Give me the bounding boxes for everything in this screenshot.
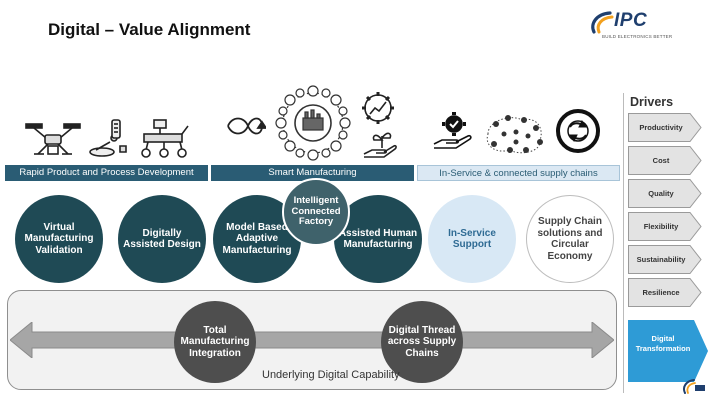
driver-cost: Cost <box>628 146 702 175</box>
logo-wordmark: IPC <box>614 10 648 31</box>
chevron-right-icon <box>628 245 702 274</box>
plant-hand-icon <box>363 132 397 158</box>
chevron-right-icon <box>628 113 702 142</box>
digital-transformation-arrow: Digital Transformation <box>628 320 708 382</box>
ipc-logo: IPC BUILD ELECTRONICS BETTER <box>588 10 688 48</box>
ipc-swoosh-icon <box>591 11 614 34</box>
logo-tagline: BUILD ELECTRONICS BETTER <box>602 34 673 39</box>
driver-label: Sustainability <box>636 255 686 264</box>
underlying-capability-label: Underlying Digital Capability <box>262 369 400 381</box>
gear-hand-icon <box>433 112 472 149</box>
circle-virtual-manufacturing: Virtual Manufacturing Validation <box>15 195 103 283</box>
circle-total-integration: Total Manufacturing Integration <box>174 301 256 383</box>
chevron-right-icon <box>628 212 702 241</box>
digital-transformation-label: Digital Transformation <box>635 334 691 353</box>
driver-label: Productivity <box>639 123 683 132</box>
recycle-icon <box>556 109 600 153</box>
driver-sustainability: Sustainability <box>628 245 702 274</box>
robot-arm-icon <box>89 119 127 157</box>
drone-icon <box>25 123 81 155</box>
driver-label: Cost <box>652 156 670 165</box>
band-smart-manufacturing: Smart Manufacturing <box>211 165 414 181</box>
driver-label: Resilience <box>642 288 680 297</box>
circle-supply-chain-circular: Supply Chain solutions and Circular Econ… <box>526 195 614 283</box>
band-rapid-development: Rapid Product and Process Development <box>5 165 208 181</box>
circle-digital-thread: Digital Thread across Supply Chains <box>381 301 463 383</box>
ipc-mini-logo-icon <box>683 379 705 394</box>
drivers-divider <box>623 93 624 393</box>
double-arrow-icon <box>10 322 614 358</box>
arrow-right-icon <box>628 320 708 382</box>
driver-flexibility: Flexibility <box>628 212 702 241</box>
rover-icon <box>141 119 189 158</box>
growth-chart-icon <box>362 92 394 124</box>
circle-intelligent-factory: Intelligent Connected Factory <box>282 178 350 246</box>
circle-digitally-assisted-design: Digitally Assisted Design <box>118 195 206 283</box>
driver-label: Quality <box>648 189 674 198</box>
driver-productivity: Productivity <box>628 113 702 142</box>
driver-resilience: Resilience <box>628 278 702 307</box>
chevron-right-icon <box>628 146 702 175</box>
slide-title: Digital – Value Alignment <box>48 20 251 39</box>
digital-network-icon <box>486 115 543 154</box>
driver-label: Flexibility <box>643 222 679 231</box>
chevron-right-icon <box>628 179 702 208</box>
smart-factory-network-icon <box>275 85 351 161</box>
circular-arrow-icon <box>227 117 266 135</box>
driver-quality: Quality <box>628 179 702 208</box>
band-in-service: In-Service & connected supply chains <box>417 165 620 181</box>
chevron-right-icon <box>628 278 702 307</box>
circle-in-service-support: In-Service Support <box>428 195 516 283</box>
drivers-heading: Drivers <box>630 95 674 109</box>
